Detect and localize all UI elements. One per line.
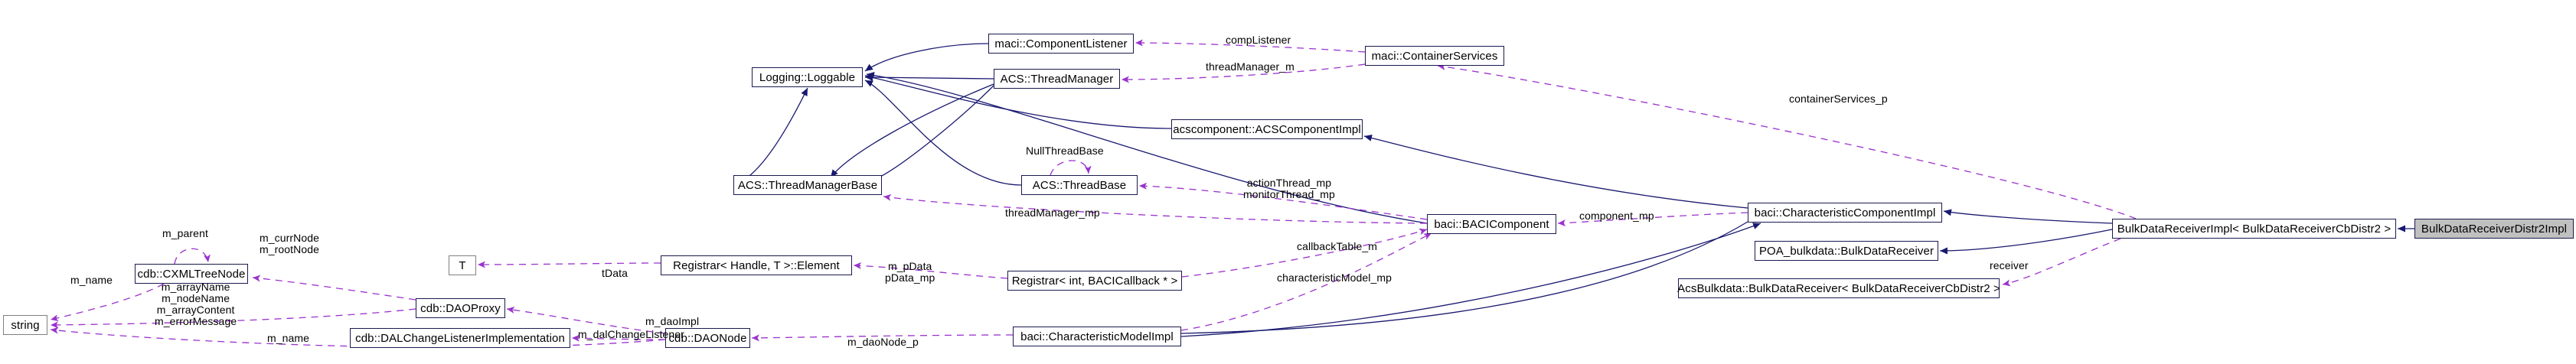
edge-usage xyxy=(853,262,1008,279)
edge-inheritance xyxy=(1939,229,2113,255)
edge-label-cxmltreenode-attrs: m_arrayName m_nodeName m_arrayContent m_… xyxy=(155,281,237,327)
edge-label-nullthreadbase: NullThreadBase xyxy=(1026,145,1104,157)
edge-label-callbacktable-m: callbackTable_m xyxy=(1297,240,1377,252)
node-cdb-daonode[interactable]: cdb::DAONode xyxy=(665,328,750,348)
edge-usage xyxy=(1181,228,1428,278)
edge-inheritance xyxy=(1180,221,1748,334)
node-cdb-cxmltreenode[interactable]: cdb::CXMLTreeNode xyxy=(135,264,248,284)
edge-usage xyxy=(751,334,1014,342)
edge-usage-selfloop xyxy=(1050,160,1092,176)
edge-label-m-parent: m_parent xyxy=(162,227,208,239)
edge-label-threadmanager-m: threadManager_m xyxy=(1206,60,1295,73)
edge-label-component-mp: component_mp xyxy=(1579,210,1654,222)
node-acs-threadmanager[interactable]: ACS::ThreadManager xyxy=(994,69,1120,89)
node-maci-containerservices[interactable]: maci::ContainerServices xyxy=(1365,46,1504,66)
node-acsbulkdata-bulkdatareceiver[interactable]: AcsBulkdata::BulkDataReceiver< BulkDataR… xyxy=(1677,278,2000,298)
node-bulkdatareceiverdistr2impl[interactable]: BulkDataReceiverDistr2Impl xyxy=(2414,219,2574,239)
edge-usage-selfloop xyxy=(174,248,211,265)
edge-inheritance xyxy=(1180,223,1761,337)
node-poa-bulkdata-bulkdatareceiver[interactable]: POA_bulkdata::BulkDataReceiver xyxy=(1755,241,1938,261)
edge-inheritance xyxy=(880,85,994,177)
node-baci-bacicomponent[interactable]: baci::BACIComponent xyxy=(1427,214,1556,234)
edge-usage xyxy=(1121,63,1366,83)
edge-inheritance xyxy=(866,71,1428,224)
node-bulkdatareceiverimpl[interactable]: BulkDataReceiverImpl< BulkDataReceiverCb… xyxy=(2112,219,2396,239)
edge-label-action-monitor-thread: actionThread_mp monitorThread_mp xyxy=(1243,177,1335,200)
edge-label-tdata: tData xyxy=(602,267,628,279)
edge-label-characteristicmodel-mp: characteristicModel_mp xyxy=(1277,271,1392,284)
edge-label-m-name-bottom: m_name xyxy=(267,332,310,344)
edge-usage xyxy=(50,327,666,348)
edge-label-m-pdata-pdata-mp: m_pData pData_mp xyxy=(885,260,935,284)
node-acs-threadmanagerbase[interactable]: ACS::ThreadManagerBase xyxy=(733,175,882,195)
edge-label-threadmanager-mp: threadManager_mp xyxy=(1005,206,1100,219)
node-baci-characteristiccomponentimpl[interactable]: baci::CharacteristicComponentImpl xyxy=(1748,203,1942,223)
edge-usage xyxy=(1135,39,1366,53)
edge-usage xyxy=(252,275,416,301)
node-logging-loggable[interactable]: Logging::Loggable xyxy=(752,67,863,87)
edge-inheritance xyxy=(830,83,994,178)
node-acscomponent-acscomponentimpl[interactable]: acscomponent::ACSComponentImpl xyxy=(1171,119,1363,139)
node-string[interactable]: string xyxy=(3,315,47,335)
edge-label-m-dalchangelistener: m_dalChangeListener xyxy=(578,328,684,340)
edge-usage xyxy=(1437,63,2137,219)
edge-inheritance xyxy=(733,87,808,186)
edge-label-m-daonode-p: m_daoNode_p xyxy=(847,336,919,348)
node-maci-componentlistener[interactable]: maci::ComponentListener xyxy=(988,34,1134,54)
node-cdb-daoproxy[interactable]: cdb::DAOProxy xyxy=(416,298,505,318)
edge-inheritance xyxy=(1943,209,2113,224)
edge-label-m-daoimpl: m_daoImpl xyxy=(645,315,700,327)
edge-usage xyxy=(883,193,1428,224)
edge-label-complistener: compListener xyxy=(1226,34,1291,46)
edge-inheritance xyxy=(864,80,1022,186)
node-cdb-dalchangelistenerimplementation[interactable]: cdb::DALChangeListenerImplementation xyxy=(350,328,570,348)
edge-usage xyxy=(1557,212,1748,227)
edge-usage xyxy=(50,283,165,322)
edge-usage xyxy=(1180,232,1432,331)
edge-usage xyxy=(477,261,661,268)
edge-label-containerservices-p: containerServices_p xyxy=(1789,93,1888,105)
edge-usage xyxy=(2002,238,2121,287)
node-baci-characteristicmodelimpl[interactable]: baci::CharacteristicModelImpl xyxy=(1013,327,1181,346)
edge-label-m-name-left: m_name xyxy=(70,274,113,286)
edge-label-receiver: receiver xyxy=(1990,259,2029,271)
node-registrar-handle-t-element[interactable]: Registrar< Handle, T >::Element xyxy=(661,255,852,275)
edge-label-m-currnode-m-rootnode: m_currNode m_rootNode xyxy=(260,232,320,255)
edge-usage xyxy=(1138,182,1428,220)
node-registrar-int-bacicallback[interactable]: Registrar< int, BACICallback * > xyxy=(1007,271,1182,291)
node-t-template[interactable]: T xyxy=(449,255,476,275)
node-acs-threadbase[interactable]: ACS::ThreadBase xyxy=(1021,175,1138,195)
edge-usage xyxy=(50,308,416,329)
edge-inheritance xyxy=(864,43,989,72)
edge-inheritance xyxy=(1363,135,1748,209)
